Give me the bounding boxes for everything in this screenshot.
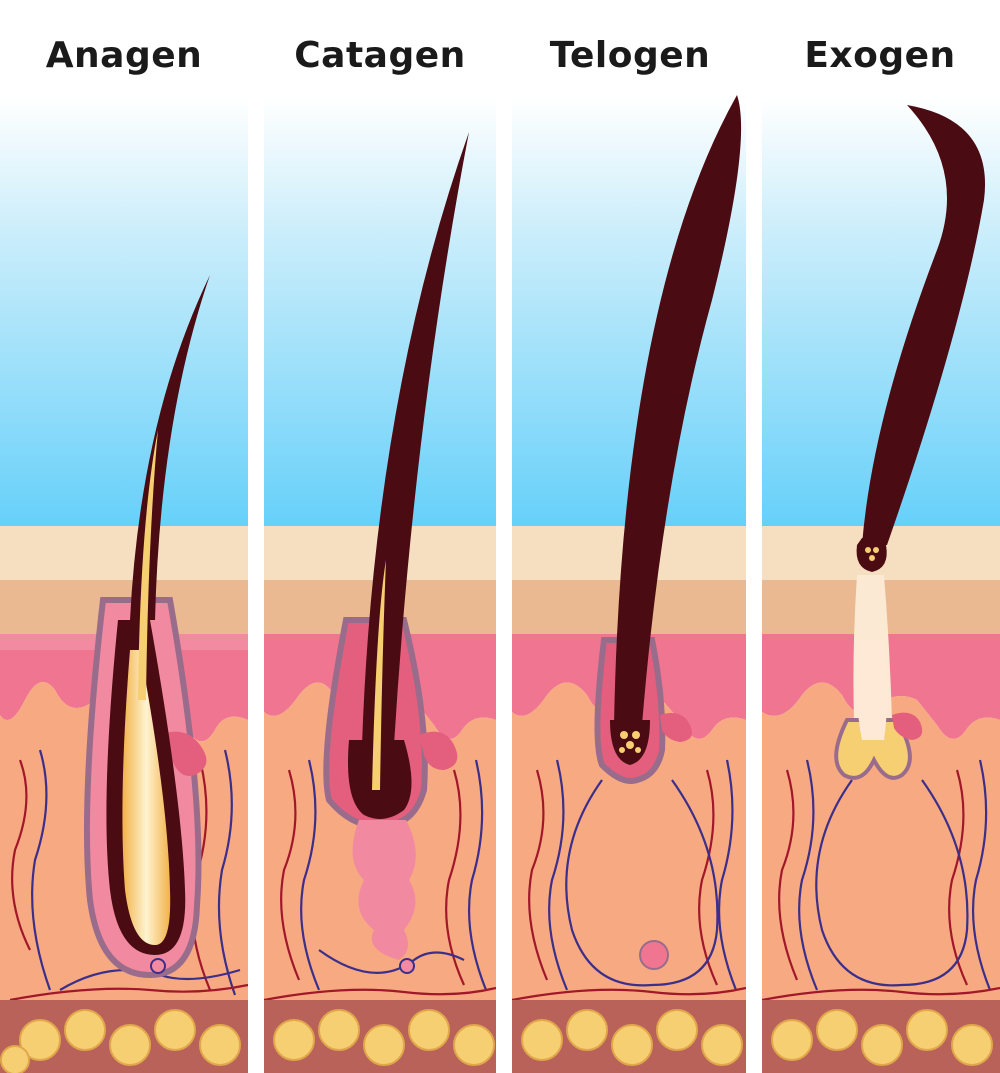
shed-hair-shaft <box>862 105 986 545</box>
blood-vessels <box>9 749 249 1002</box>
hair-medulla <box>372 560 386 790</box>
club-root-cells <box>619 731 641 753</box>
empty-follicle-inner <box>856 640 887 740</box>
panel-dividers <box>248 98 762 1073</box>
sebaceous-gland <box>660 712 693 742</box>
panel-catagen <box>263 98 497 1073</box>
regressing-follicle <box>352 820 416 960</box>
empty-follicle <box>834 718 912 780</box>
blood-vessels <box>263 759 497 1002</box>
stage-title-anagen: Anagen <box>45 35 203 76</box>
fat-cells <box>0 1009 241 1073</box>
fat-cells <box>771 1009 993 1066</box>
panel-telogen <box>511 95 747 1073</box>
hair-core <box>122 650 171 945</box>
hair-medulla <box>138 430 158 700</box>
panel-anagen <box>0 98 249 1073</box>
panel-exogen <box>761 98 1000 1073</box>
blood-vessels <box>511 759 747 1002</box>
stage-title-telogen: Telogen <box>549 35 711 76</box>
shed-hair-root <box>856 537 887 572</box>
dermal-papilla <box>150 958 166 974</box>
fat-cells <box>521 1009 743 1066</box>
blood-vessels <box>761 759 1000 1002</box>
dermal-papilla <box>399 958 415 974</box>
hair-shaft <box>362 132 469 745</box>
sebaceous-gland <box>419 731 458 770</box>
stage-title-catagen: Catagen <box>294 35 466 76</box>
dermal-papilla <box>639 940 669 970</box>
shed-root-cells <box>865 547 879 561</box>
sebaceous-gland <box>160 731 207 776</box>
hair-shaft <box>614 95 742 725</box>
sky <box>0 98 248 528</box>
fat-cells <box>273 1009 495 1066</box>
sebaceous-gland <box>892 712 923 740</box>
stage-title-exogen: Exogen <box>804 35 956 76</box>
